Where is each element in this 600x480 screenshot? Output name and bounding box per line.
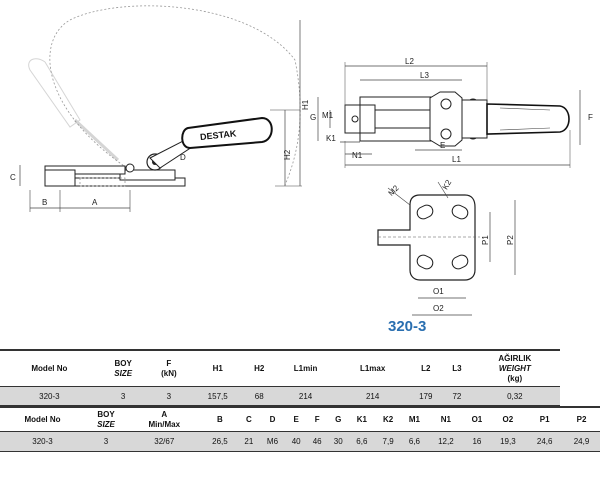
t2-head-f: F (306, 406, 328, 432)
dim-label-B: B (42, 198, 47, 207)
table-row: 320-3 3 32/67 26,5 21 M6 40 46 30 6,6 7,… (0, 431, 600, 452)
dim-label-L3: L3 (420, 71, 429, 80)
t2-head-o1: O1 (464, 406, 490, 432)
handle-grip: DESTAK (181, 116, 273, 150)
ghost-handle (28, 58, 120, 162)
table-cell: 6,6 (348, 431, 375, 452)
dim-label-C: C (10, 173, 16, 182)
t2-head-m1: M1 (401, 406, 428, 432)
t2-head-e: E (285, 406, 307, 432)
t2-head-d: D (259, 406, 286, 432)
table-cell: 24,6 (526, 431, 564, 452)
dim-label-L1: L1 (452, 155, 461, 164)
dim-label-E: E (440, 141, 445, 150)
dim-label-M2: M2 (387, 183, 402, 198)
table-cell: 21 (238, 431, 260, 452)
technical-drawing: DESTAK C B A H1 H2 D (10, 5, 593, 316)
dim-label-K1: K1 (326, 134, 336, 143)
table-cell: 0,32 (469, 386, 560, 406)
dim-label-K2: K2 (441, 178, 454, 191)
dim-label-A: A (92, 198, 98, 207)
t2-head-o2: O2 (489, 406, 527, 432)
table-cell: 46 (306, 431, 328, 452)
table-cell: 12,2 (427, 431, 465, 452)
table-cell: 214 (337, 386, 408, 406)
table-cell: 24,9 (563, 431, 600, 452)
t2-head-c: C (238, 406, 260, 432)
table-cell: 3 (147, 386, 191, 406)
t1-head-h1: H1 (190, 349, 246, 387)
table-cell: 68 (245, 386, 274, 406)
table-cell: 16 (464, 431, 490, 452)
dim-label-P1: P1 (481, 235, 490, 245)
dim-label-H1: H1 (301, 99, 310, 110)
base-plate-view: M2 K2 P1 P2 O1 O2 (377, 178, 516, 316)
t2-head-k2: K2 (374, 406, 402, 432)
t2-head-n1: N1 (427, 406, 465, 432)
table-cell: 6,6 (401, 431, 428, 452)
t2-head-g: G (327, 406, 349, 432)
t1-head-f: F(kN) (147, 349, 191, 387)
table-cell: 157,5 (190, 386, 246, 406)
table-cell: 72 (444, 386, 470, 406)
table-cell: M6 (259, 431, 286, 452)
t2-head-k1: K1 (348, 406, 375, 432)
table-row: 320-3 3 3 157,5 68 214 214 179 72 0,32 (0, 386, 560, 406)
t1-head-l2: L2 (407, 349, 445, 387)
dim-label-O1: O1 (433, 287, 444, 296)
table-cell: 40 (285, 431, 307, 452)
t2-head-p1: P1 (526, 406, 564, 432)
t1-head-l1max: L1max (337, 349, 408, 387)
t1-head-l1min: L1min (273, 349, 338, 387)
t2-head-b: B (201, 406, 239, 432)
t1-head-model: Model No (0, 349, 99, 387)
table-cell: 3 (98, 386, 148, 406)
dim-label-P2: P2 (506, 235, 515, 245)
t2-head-p2: P2 (563, 406, 600, 432)
table-cell: 7,9 (374, 431, 402, 452)
table-cell: 179 (407, 386, 445, 406)
t1-head-l3: L3 (444, 349, 470, 387)
dim-label-F: F (588, 113, 593, 122)
side-view: DESTAK C B A H1 H2 D (10, 5, 310, 212)
table-cell: 26,5 (201, 431, 239, 452)
table-cell: 32/67 (127, 431, 202, 452)
table-cell: 320-3 (0, 431, 86, 452)
table-cell: 320-3 (0, 386, 99, 406)
top-view: L2 L3 G M1 K1 N1 E L1 F (310, 57, 593, 168)
model-tag: 320-3 (388, 318, 427, 335)
brand-logo: DESTAK (200, 128, 238, 142)
table-cell: 19,3 (489, 431, 527, 452)
dim-label-L2: L2 (405, 57, 414, 66)
dim-label-G: G (310, 113, 316, 122)
dim-label-N1: N1 (352, 151, 363, 160)
dim-label-H2: H2 (283, 149, 292, 160)
dim-label-O2: O2 (433, 304, 444, 313)
dim-label-M1: M1 (322, 111, 334, 120)
table-cell: 3 (85, 431, 127, 452)
t2-head-model: Model No (0, 406, 86, 432)
dim-label-D: D (180, 153, 186, 162)
t1-head-h2: H2 (245, 349, 274, 387)
table-cell: 30 (327, 431, 349, 452)
table-cell: 214 (273, 386, 338, 406)
